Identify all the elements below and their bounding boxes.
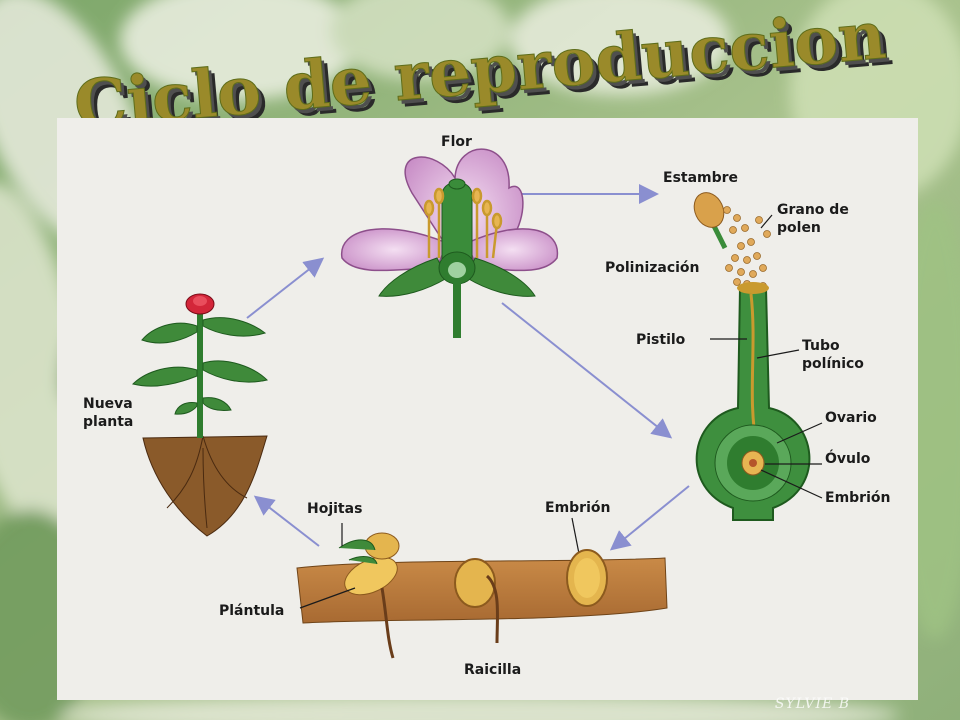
label-planta: planta bbox=[83, 414, 133, 430]
label-polinizacion: Polinización bbox=[605, 260, 700, 276]
seed-embryo-illustration bbox=[454, 549, 608, 644]
label-tubo: Tubo bbox=[802, 338, 840, 354]
label-grano-de: Grano de bbox=[777, 202, 849, 218]
label-polinico: polínico bbox=[802, 356, 864, 372]
label-ovario: Ovario bbox=[825, 410, 877, 426]
label-embrion-ovule: Embrión bbox=[825, 490, 890, 506]
pistil-ovary-illustration bbox=[695, 282, 811, 521]
flower-illustration bbox=[341, 148, 559, 338]
label-plantula: Plántula bbox=[219, 603, 284, 619]
new-plant-illustration bbox=[132, 293, 268, 537]
cycle-arrows bbox=[246, 184, 690, 551]
slide-title: Ciclo de reproduccion Ciclo de reproducc… bbox=[71, 0, 896, 120]
pollen-grains bbox=[723, 206, 771, 290]
label-ovulo: Óvulo bbox=[825, 449, 871, 467]
arrow-ovario-to-semilla bbox=[609, 485, 690, 551]
stamen-pollen-illustration bbox=[693, 192, 771, 290]
label-hojitas: Hojitas bbox=[307, 501, 362, 517]
seedling-illustration bbox=[299, 523, 400, 659]
label-estambre: Estambre bbox=[663, 170, 738, 186]
arrow-planta-to-flor bbox=[246, 257, 325, 319]
label-embrion-seed: Embrión bbox=[545, 500, 610, 516]
label-flor: Flor bbox=[441, 134, 472, 150]
title-text: Ciclo de reproduccion bbox=[71, 0, 889, 120]
label-polen: polen bbox=[777, 220, 821, 236]
watermark-signature: SYLVIE B bbox=[774, 696, 850, 712]
label-nueva: Nueva bbox=[83, 396, 133, 412]
label-raicilla: Raicilla bbox=[464, 662, 521, 678]
arrow-plantula-to-planta bbox=[253, 495, 320, 547]
reproduction-cycle-diagram: Flor Estambre Grano de polen Polinizació… bbox=[83, 134, 890, 678]
label-pistilo: Pistilo bbox=[636, 332, 686, 348]
arrow-flor-to-ovario bbox=[501, 302, 673, 439]
diagram-panel: Flor Estambre Grano de polen Polinizació… bbox=[57, 118, 918, 700]
